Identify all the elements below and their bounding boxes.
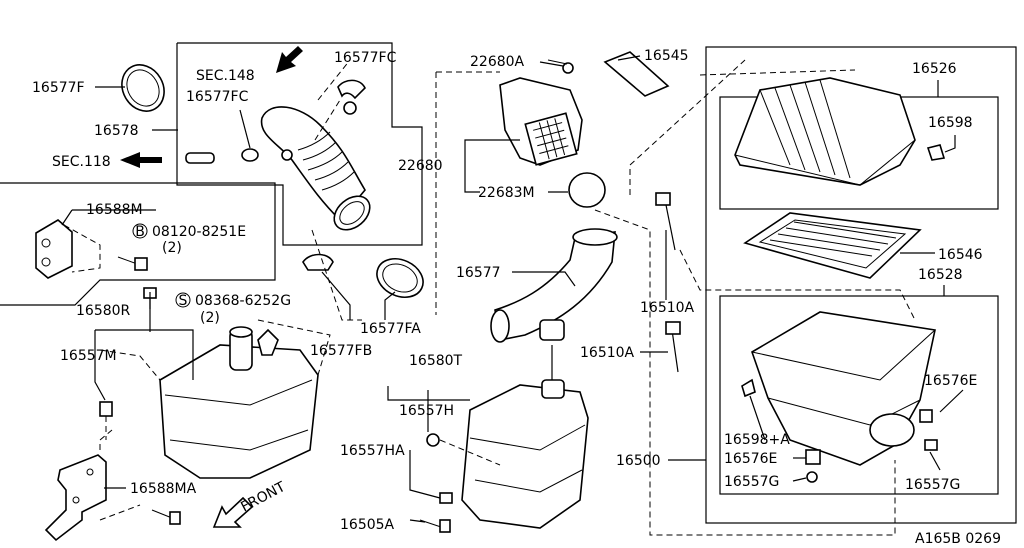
air-duct-assembly (120, 46, 424, 299)
label-16577fb: 16577FB (310, 343, 372, 359)
label-16576e-right: 16576E (924, 373, 977, 389)
label-22680: 22680 (398, 158, 443, 174)
air-cleaner-upper (734, 77, 946, 186)
bolt-marker-s: S (175, 292, 191, 309)
air-cleaner-lower (741, 311, 938, 483)
label-bolt-s: 08368-6252G (195, 293, 291, 309)
label-16577fc-top: 16577FC (334, 50, 397, 66)
label-16557m: 16557M (60, 348, 117, 364)
resonator-center (419, 345, 589, 533)
label-16580t: 16580T (409, 353, 463, 369)
dashed-guides (311, 59, 916, 536)
arrow-sec148-icon (276, 46, 303, 73)
label-16500: 16500 (616, 453, 661, 469)
label-16505a: 16505A (340, 517, 395, 533)
bolt-marker-b: B (132, 223, 148, 240)
air-inlet-duct (490, 228, 618, 343)
label-sheet-16545 (603, 51, 670, 97)
label-16598a: 16598+A (724, 432, 790, 448)
label-16577fa: 16577FA (360, 321, 421, 337)
label-sec148: SEC.148 (196, 68, 255, 84)
label-16577f: 16577F (32, 80, 85, 96)
label-bolt-s-qty: (2) (200, 310, 220, 326)
label-bolt-b-qty: (2) (162, 240, 182, 256)
label-16557g-right: 16557G (905, 477, 960, 493)
bracket-assembly (35, 219, 181, 542)
label-16526: 16526 (912, 61, 957, 77)
label-22680a: 22680A (470, 54, 525, 70)
filter-element (743, 212, 922, 279)
label-bolt-b: 08120-8251E (152, 224, 246, 240)
marker-b-text: B (135, 224, 145, 240)
label-front: FRONT (238, 479, 288, 516)
front-arrow-icon (212, 496, 254, 528)
label-16557h: 16557H (399, 403, 454, 419)
label-16580r: 16580R (76, 303, 131, 319)
label-16577: 16577 (456, 265, 501, 281)
label-16557g-left: 16557G (724, 474, 779, 490)
leader-lines (61, 55, 964, 523)
label-16578: 16578 (94, 123, 139, 139)
label-16576e-left: 16576E (724, 451, 777, 467)
label-16598: 16598 (928, 115, 973, 131)
label-16510a-upper: 16510A (640, 300, 695, 316)
bolts-16510a (655, 192, 681, 373)
label-16588ma: 16588MA (130, 481, 197, 497)
label-16528: 16528 (918, 267, 963, 283)
marker-s-text: S (179, 293, 188, 309)
arrow-sec118-icon (120, 152, 162, 168)
airflow-meter (499, 59, 606, 208)
label-16557ha: 16557HA (340, 443, 405, 459)
label-16588m: 16588M (86, 202, 143, 218)
resonator-left (99, 287, 331, 479)
label-16546: 16546 (938, 247, 983, 263)
label-22683m: 22683M (478, 185, 535, 201)
label-sec118: SEC.118 (52, 154, 111, 170)
diagram-ref-code: A165B 0269 (915, 531, 1001, 547)
label-16545: 16545 (644, 48, 689, 64)
label-16510a-lower: 16510A (580, 345, 635, 361)
label-16577fc: 16577FC (186, 89, 249, 105)
